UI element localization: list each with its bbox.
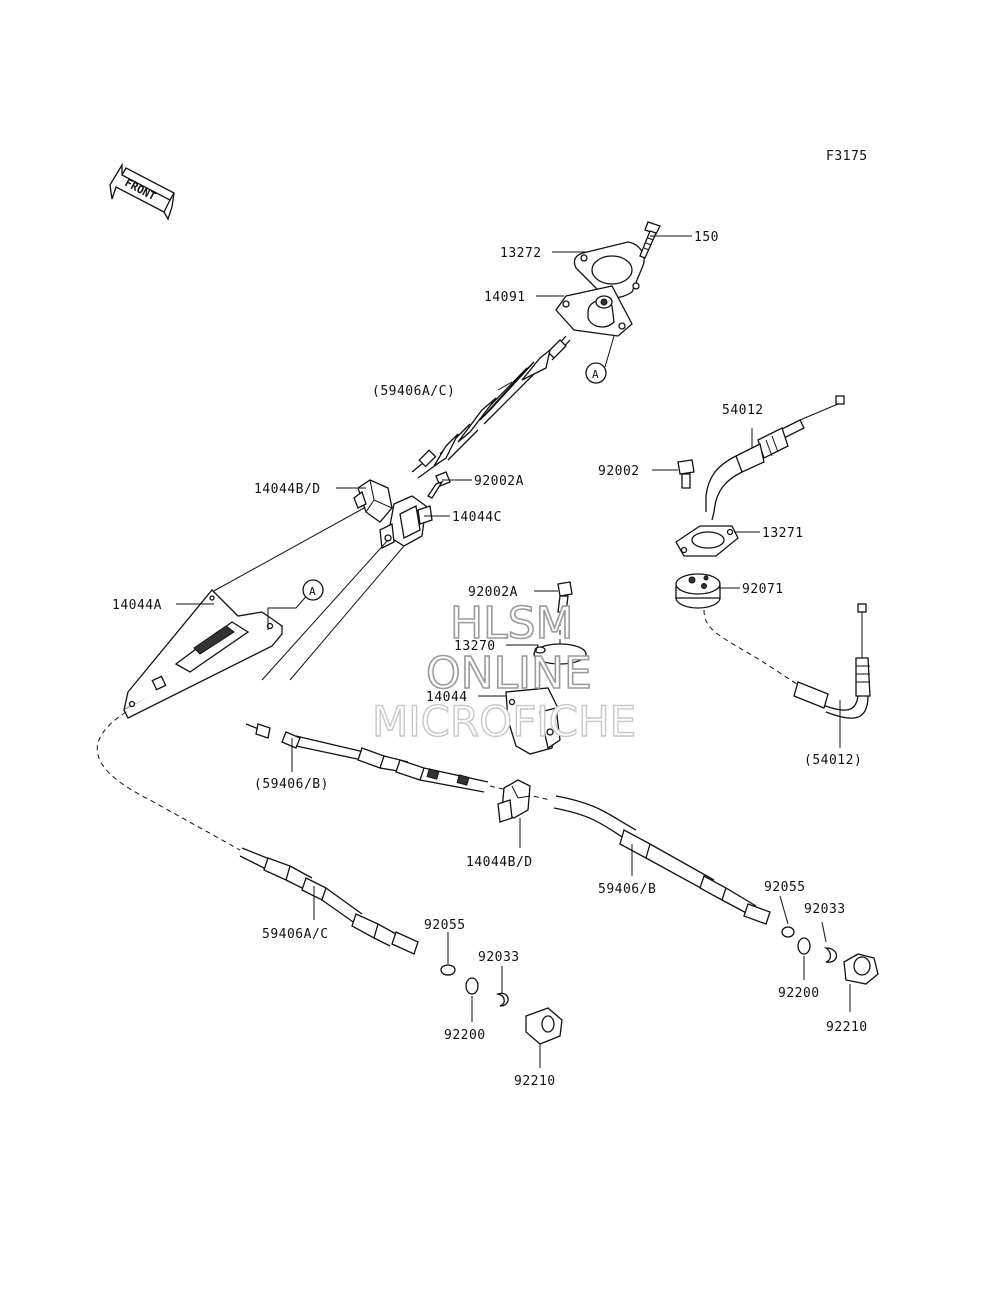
label-92210-left: 92210 — [514, 1074, 556, 1089]
clamp-14044bd-top — [353, 479, 393, 523]
label-14044c: 14044C — [452, 510, 502, 525]
bracket-14044a — [123, 589, 284, 719]
label-92071: 92071 — [742, 582, 784, 597]
label-14044bd-top: 14044B/D — [254, 482, 321, 497]
label-14091: 14091 — [484, 290, 526, 305]
label-92210-right: 92210 — [826, 1020, 868, 1035]
nut-92210-left — [525, 1007, 563, 1045]
o-ring-92055-left — [440, 964, 456, 976]
watermark-line1: HLSM — [450, 598, 574, 649]
watermark-line2: ONLINE — [426, 648, 592, 699]
bolt-92002a-top — [427, 471, 451, 499]
cable-59406ac-upper — [411, 335, 571, 479]
nut-92210-right — [843, 953, 879, 985]
label-13272: 13272 — [500, 246, 542, 261]
label-14044bd-mid: 14044B/D — [466, 855, 533, 870]
label-92055-left: 92055 — [424, 918, 466, 933]
label-13270: 13270 — [454, 639, 496, 654]
holder-14091 — [555, 285, 633, 337]
washer-92200-right — [797, 937, 811, 955]
label-54012: 54012 — [722, 403, 764, 418]
clip-92033-right — [823, 947, 838, 963]
o-ring-92055-right — [781, 926, 795, 938]
bracket-14044 — [505, 687, 561, 755]
label-92002: 92002 — [598, 464, 640, 479]
clamp-14044c — [379, 495, 433, 549]
label-92002a-top: 92002A — [474, 474, 524, 489]
label-92055-right: 92055 — [764, 880, 806, 895]
front-arrow-icon: FRONT — [109, 162, 175, 221]
label-59406b: 59406/B — [598, 882, 656, 897]
ref-marker-a-top-text: A — [592, 368, 599, 381]
plate-13270 — [533, 643, 587, 665]
plate-13271 — [675, 525, 739, 557]
bolt-150 — [639, 221, 661, 259]
label-59406b-paren: (59406/B) — [254, 777, 329, 792]
clamp-14044bd-mid — [497, 779, 531, 823]
watermark-line3: MICROFICHE — [372, 697, 636, 746]
washer-92200-left — [465, 977, 479, 995]
bolt-92002a-mid — [557, 581, 573, 613]
ref-marker-a-top — [585, 362, 607, 384]
label-92200-left: 92200 — [444, 1028, 486, 1043]
cable-54012-bottom — [793, 603, 871, 719]
label-150: 150 — [694, 230, 719, 245]
label-92033-right: 92033 — [804, 902, 846, 917]
label-92200-right: 92200 — [778, 986, 820, 1001]
watermark: HLSM ONLINE MICROFICHE — [371, 597, 637, 747]
label-13271: 13271 — [762, 526, 804, 541]
ref-marker-a-left — [302, 579, 324, 601]
grommet-92071 — [675, 573, 721, 609]
label-59406ac: 59406A/C — [262, 927, 329, 942]
label-92033-left: 92033 — [478, 950, 520, 965]
label-59406ac-paren: (59406A/C) — [372, 384, 455, 399]
label-14044a: 14044A — [112, 598, 162, 613]
bolt-92002 — [677, 459, 695, 489]
cable-59406b — [245, 723, 771, 925]
label-54012-paren: (54012) — [804, 753, 862, 768]
clip-92033-left — [495, 992, 509, 1007]
figure-code: F3175 — [826, 149, 868, 164]
cable-59406ac-lower — [239, 847, 419, 955]
label-92002a-mid: 92002A — [468, 585, 518, 600]
ref-marker-a-left-text: A — [309, 585, 316, 598]
label-14044: 14044 — [426, 690, 468, 705]
